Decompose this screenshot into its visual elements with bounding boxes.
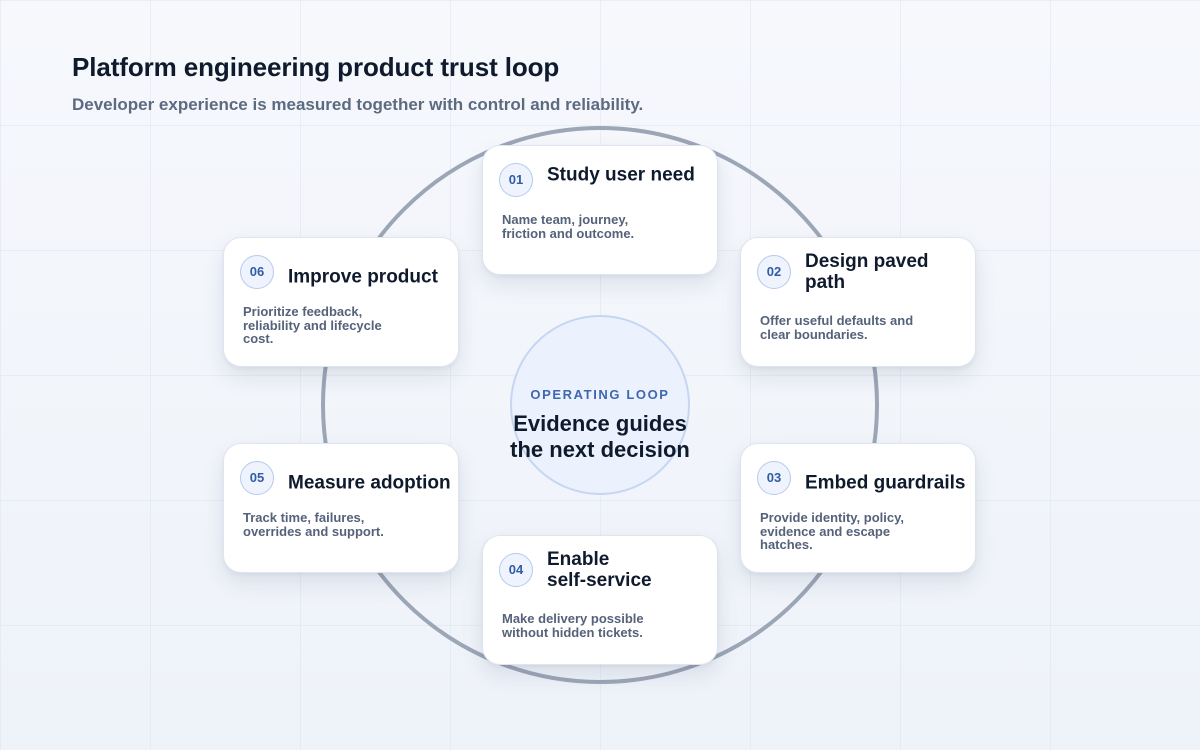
- step-description-line: friction and outcome.: [502, 225, 635, 241]
- center-hub: OPERATING LOOP Evidence guides the next …: [510, 315, 690, 495]
- step-title: Design paved path: [805, 251, 929, 293]
- step-number-badge: 03: [757, 461, 791, 495]
- step-title-line: Improve product: [288, 266, 438, 288]
- page-subtitle: Developer experience is measured togethe…: [72, 95, 644, 114]
- step-description: Make delivery possible without hidden ti…: [502, 612, 644, 639]
- step-title: Improve product: [288, 267, 438, 288]
- step-title-line: self-service: [547, 570, 652, 591]
- step-description-line: without hidden tickets.: [502, 624, 643, 640]
- step-description-line: hatches.: [760, 537, 813, 552]
- step-description: Provide identity, policy, evidence and e…: [760, 511, 904, 552]
- step-title-line: path: [805, 272, 846, 293]
- step-title-line: Measure adoption: [288, 472, 451, 494]
- step-title-line: Embed guardrails: [805, 472, 966, 494]
- step-card-improve-product: 06 Improve product Prioritize feedback, …: [223, 237, 459, 367]
- step-description-line: Provide identity, policy,: [760, 510, 904, 525]
- center-statement: Evidence guides the next decision: [492, 411, 708, 463]
- step-description: Name team, journey, friction and outcome…: [502, 213, 634, 240]
- center-statement-line: Evidence guides: [513, 411, 687, 436]
- step-description-line: evidence and escape: [760, 523, 891, 539]
- center-statement-line: the next decision: [510, 437, 690, 462]
- step-number-badge: 01: [499, 163, 533, 197]
- step-description-line: overrides and support.: [243, 523, 384, 539]
- step-title: Measure adoption: [288, 473, 451, 494]
- step-description-line: Offer useful defaults and: [760, 313, 914, 328]
- step-card-measure-adoption: 05 Measure adoption Track time, failures…: [223, 443, 459, 573]
- step-title-line: Study user need: [547, 164, 695, 186]
- step-description-line: Name team, journey,: [502, 212, 629, 227]
- step-title-line: Design paved: [805, 251, 929, 272]
- step-title-line: Enable: [547, 549, 610, 570]
- center-label: OPERATING LOOP: [530, 387, 670, 402]
- step-description: Prioritize feedback, reliability and lif…: [243, 305, 382, 346]
- step-description: Offer useful defaults and clear boundari…: [760, 314, 913, 341]
- step-description-line: clear boundaries.: [760, 326, 868, 342]
- step-number-badge: 05: [240, 461, 274, 495]
- step-description: Track time, failures, overrides and supp…: [243, 511, 384, 538]
- step-title: Study user need: [547, 165, 695, 186]
- loop-ring-circle: [321, 126, 879, 684]
- step-description-line: Track time, failures,: [243, 510, 365, 525]
- step-number-badge: 04: [499, 553, 533, 587]
- step-title: Enable self-service: [547, 549, 652, 591]
- step-description-line: reliability and lifecycle: [243, 317, 382, 333]
- step-number-badge: 02: [757, 255, 791, 289]
- step-card-embed-guardrails: 03 Embed guardrails Provide identity, po…: [740, 443, 976, 573]
- step-card-enable-self-service: 04 Enable self-service Make delivery pos…: [482, 535, 718, 665]
- step-description-line: Make delivery possible: [502, 611, 644, 626]
- step-description-line: Prioritize feedback,: [243, 304, 363, 319]
- step-card-study-user-need: 01 Study user need Name team, journey, f…: [482, 145, 718, 275]
- step-number-badge: 06: [240, 255, 274, 289]
- step-title: Embed guardrails: [805, 473, 966, 494]
- page-title: Platform engineering product trust loop: [72, 52, 560, 82]
- step-card-design-paved-path: 02 Design paved path Offer useful defaul…: [740, 237, 976, 367]
- step-description-line: cost.: [243, 331, 274, 346]
